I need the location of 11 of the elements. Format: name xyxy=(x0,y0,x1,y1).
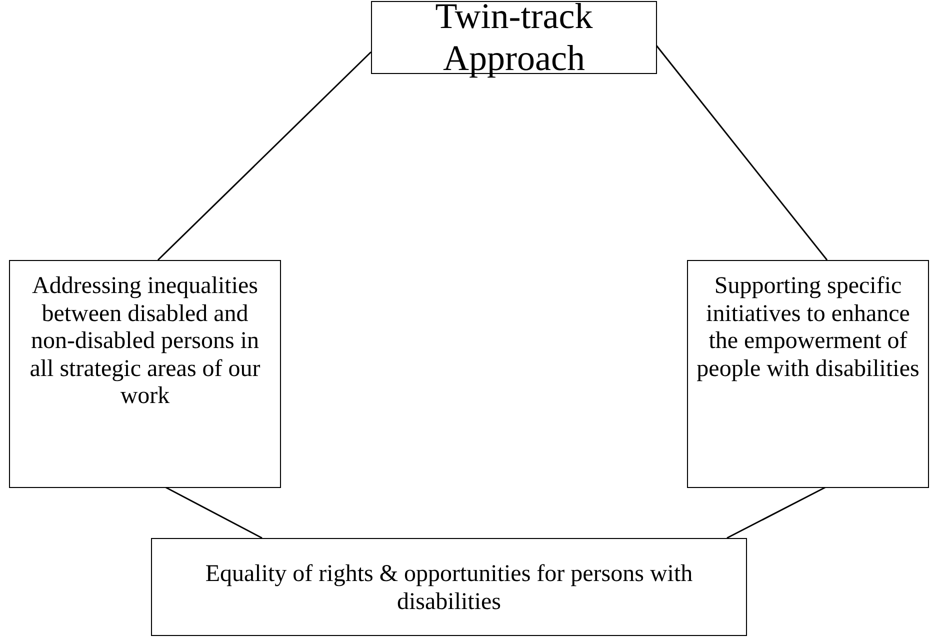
connector-line xyxy=(726,486,826,539)
connector-line xyxy=(164,486,262,539)
text-box xyxy=(687,260,929,488)
box-text: Equality of rights & opportunities for persons with disabilities xyxy=(204,561,694,616)
connector-line xyxy=(157,51,372,261)
text-box xyxy=(9,260,281,488)
box-text: Twin-track Approach xyxy=(434,0,594,79)
text-box xyxy=(151,538,747,636)
box-text: Addressing inequalities between disabled and non-disabled persons in all strategic areas of our work xyxy=(28,273,262,411)
connector-line xyxy=(655,44,828,260)
box-text: Supporting specific initiatives to enhance the empowerment of people with disabilities xyxy=(696,273,920,384)
